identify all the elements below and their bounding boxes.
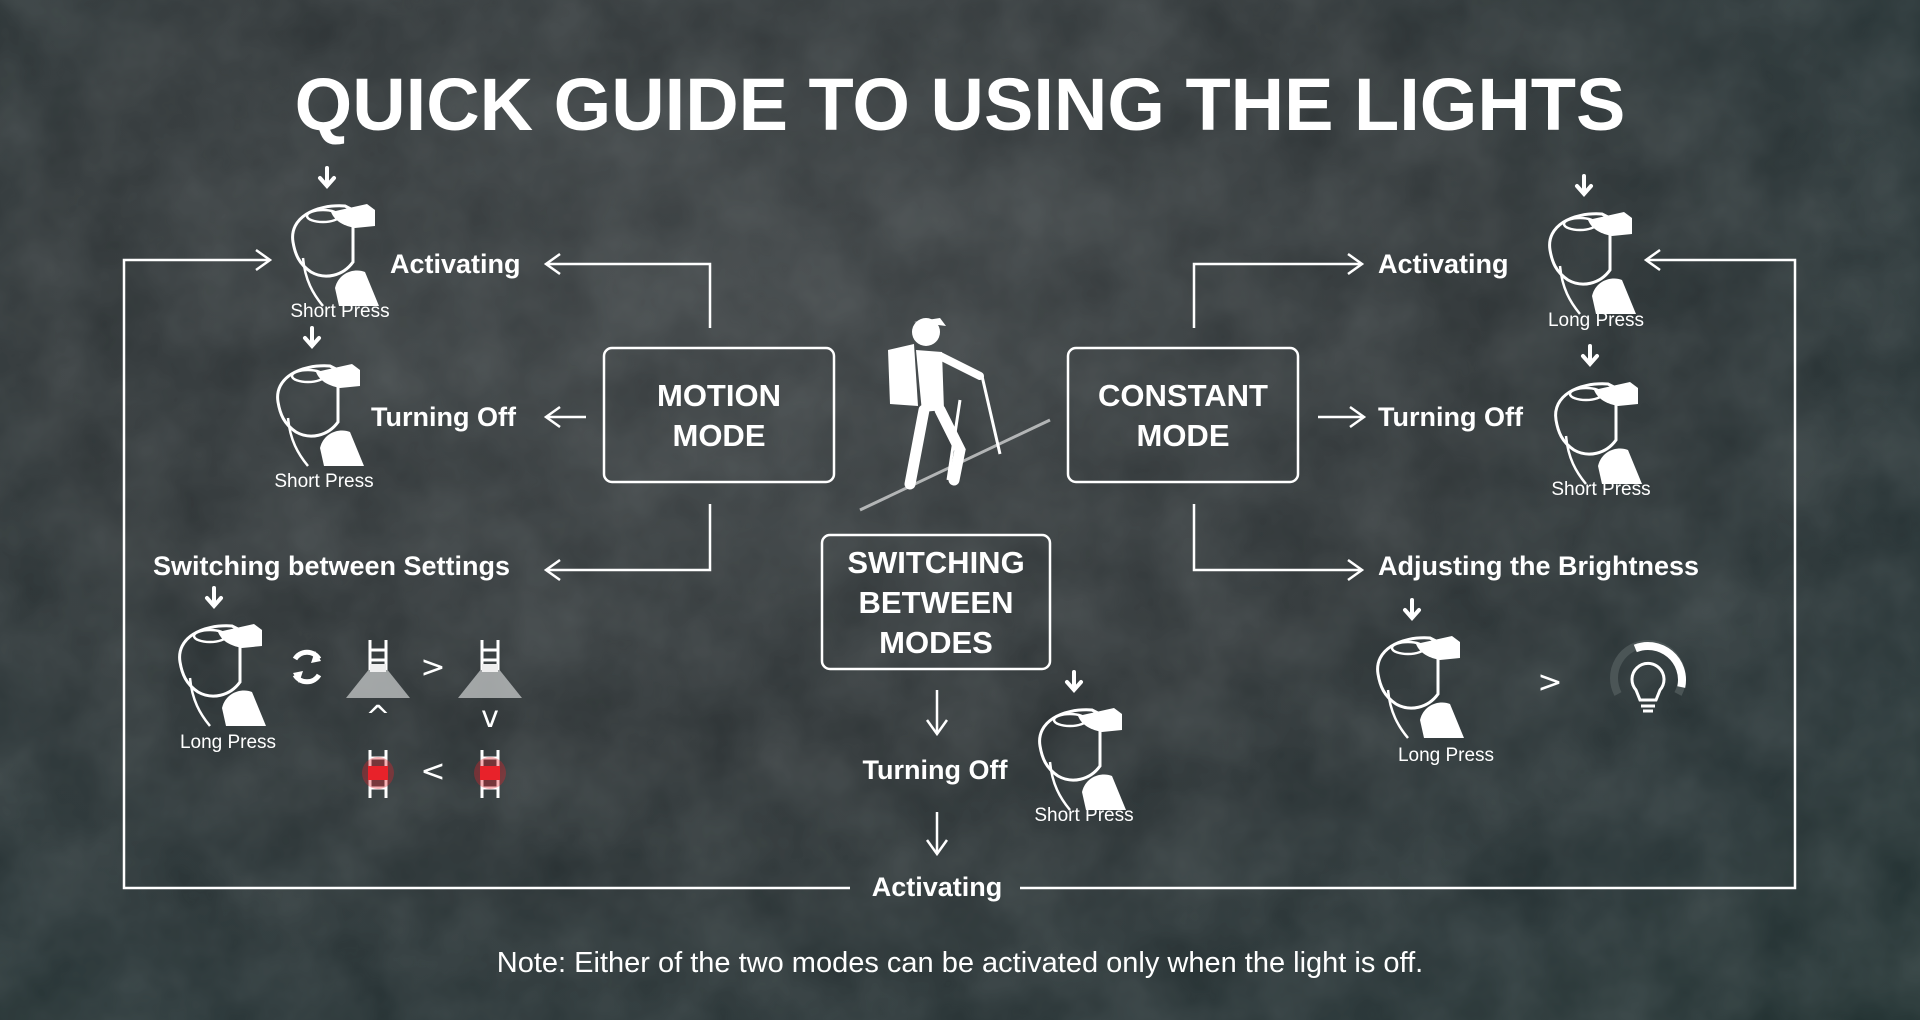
red-light-icon: [472, 748, 508, 800]
light-press-icon: [177, 586, 268, 728]
constant-turning-off-press: Short Press: [1551, 479, 1650, 500]
motion-turning-off-label: Turning Off: [371, 402, 517, 432]
hiker-icon: [859, 318, 1051, 512]
motion-mode-line-2: MODE: [673, 418, 766, 453]
beam-light-icon: [344, 638, 412, 700]
footer-note: Note: Either of the two modes can be act…: [497, 947, 1423, 979]
light-press-icon: [1375, 598, 1466, 740]
light-press-icon: [275, 326, 366, 468]
light-press-icon: [1547, 174, 1638, 316]
motion-turning-off-press: Short Press: [274, 471, 373, 492]
switching-flow: Turning Off Short Press Activating: [863, 670, 1134, 902]
beam-light-icon: [456, 638, 524, 700]
bulb-brightness-icon: [1610, 640, 1686, 713]
motion-mode-line-1: MOTION: [657, 378, 781, 413]
red-light-icon: [360, 748, 396, 800]
switching-turning-off-label: Turning Off: [863, 755, 1009, 785]
motion-switching-label: Switching between Settings: [153, 551, 510, 581]
motion-switching-settings: Switching between Settings Long Press > …: [153, 504, 712, 800]
motion-mode-box: MOTION MODE: [602, 346, 836, 484]
settings-arrow-right: >: [420, 650, 445, 685]
constant-turning-off: Turning Off Short Press: [1318, 344, 1651, 500]
light-press-icon: [290, 166, 381, 308]
switching-turning-off-press: Short Press: [1034, 805, 1133, 826]
loop-connectors: [122, 248, 1797, 890]
page-title: QUICK GUIDE TO USING THE LIGHTS: [295, 63, 1626, 146]
settings-arrow-up: ^: [365, 700, 390, 735]
switching-modes-box: SWITCHING BETWEEN MODES: [820, 533, 1052, 671]
settings-arrow-down: v: [481, 700, 499, 735]
switching-line-1: SWITCHING: [847, 545, 1024, 580]
light-press-icon: [1037, 670, 1128, 812]
settings-arrow-left: <: [420, 754, 445, 789]
constant-mode-box: CONSTANT MODE: [1066, 346, 1300, 484]
constant-turning-off-label: Turning Off: [1378, 402, 1524, 432]
constant-adjusting-press: Long Press: [1398, 745, 1494, 766]
switching-line-2: BETWEEN: [859, 585, 1014, 620]
constant-adjusting-label: Adjusting the Brightness: [1378, 551, 1699, 581]
constant-activating-press: Long Press: [1548, 310, 1644, 331]
constant-activating: Activating Long Press: [1192, 174, 1644, 331]
constant-mode-line-1: CONSTANT: [1098, 378, 1268, 413]
cycle-icon: [292, 649, 322, 685]
switching-activating-label: Activating: [872, 872, 1003, 902]
switching-line-3: MODES: [879, 625, 993, 660]
light-press-icon: [1553, 344, 1644, 486]
constant-activating-label: Activating: [1378, 249, 1509, 279]
motion-switching-press: Long Press: [180, 732, 276, 753]
motion-activating-press: Short Press: [290, 301, 389, 322]
motion-turning-off: Turning Off Short Press: [274, 326, 586, 492]
constant-mode-line-2: MODE: [1137, 418, 1230, 453]
constant-adjusting: Adjusting the Brightness Long Press >: [1192, 504, 1699, 766]
motion-activating-label: Activating: [390, 249, 521, 279]
adjust-arrow-right: >: [1537, 665, 1562, 700]
motion-activating: Activating Short Press: [290, 166, 712, 328]
